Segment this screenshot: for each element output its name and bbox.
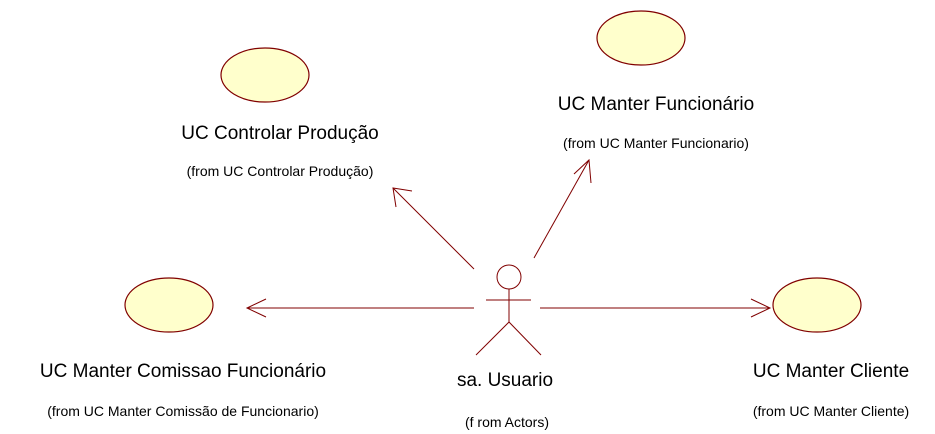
use-case-manter-comissao-from: (from UC Manter Comissão de Funcionario) — [47, 403, 319, 419]
use-case-manter-funcionario-name: UC Manter Funcionário — [557, 94, 755, 115]
use-case-controlar-producao-ellipse[interactable] — [220, 47, 310, 103]
association-controlar-producao[interactable] — [392, 187, 475, 270]
association-manter-cliente[interactable] — [540, 298, 772, 318]
actor-left-leg — [475, 321, 510, 356]
actor-from: (f rom Actors) — [464, 414, 550, 430]
association-manter-comissao[interactable] — [245, 298, 474, 318]
association-manter-funcionario[interactable] — [533, 158, 592, 259]
actor-figure[interactable] — [475, 264, 542, 356]
use-case-manter-comissao-ellipse[interactable] — [124, 277, 214, 333]
use-case-manter-cliente-name: UC Manter Cliente — [752, 361, 910, 382]
use-case-manter-funcionario-from: (from UC Manter Funcionario) — [563, 135, 749, 151]
use-case-manter-cliente-ellipse[interactable] — [772, 277, 862, 333]
actor-right-leg — [508, 321, 542, 356]
use-case-manter-comissao-name: UC Manter Comissao Funcionário — [39, 361, 327, 382]
actor-head — [496, 264, 522, 290]
use-case-controlar-producao-name: UC Controlar Produção — [181, 123, 379, 144]
actor-name: sa. Usuario — [456, 370, 554, 391]
use-case-manter-cliente-from: (from UC Manter Cliente) — [752, 403, 910, 419]
use-case-controlar-producao-from: (from UC Controlar Produção) — [186, 163, 374, 179]
use-case-manter-funcionario-ellipse[interactable] — [596, 10, 686, 66]
